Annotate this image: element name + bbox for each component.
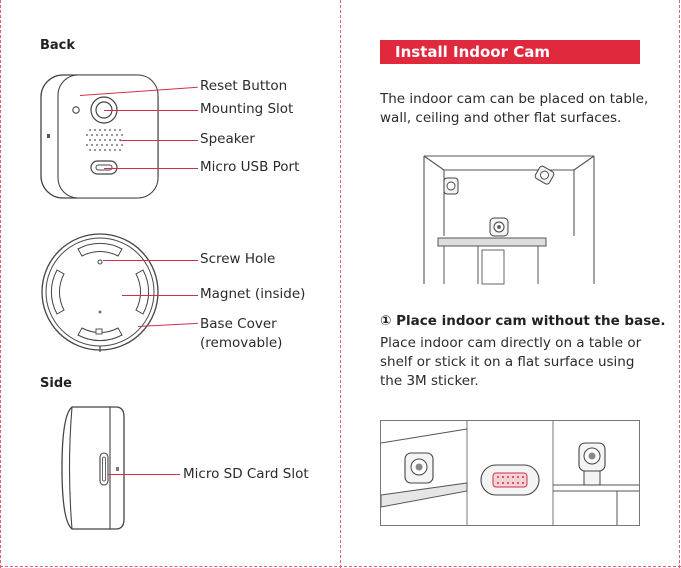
placement-panels-drawing bbox=[381, 421, 639, 525]
callout-reset-button: Reset Button bbox=[200, 78, 288, 94]
camera-side-illustration bbox=[61, 406, 125, 530]
callout-magnet: Magnet (inside) bbox=[200, 286, 306, 302]
callout-base-cover-removable: (removable) bbox=[200, 335, 283, 351]
callout-mounting-slot: Mounting Slot bbox=[200, 101, 294, 117]
step1-body: Place indoor cam directly on a table or … bbox=[380, 335, 642, 389]
callout-base-cover: Base Cover bbox=[200, 316, 277, 332]
callout-micro-sd-card-slot: Micro SD Card Slot bbox=[183, 466, 309, 482]
sd-card-leader bbox=[108, 474, 180, 475]
page-border-bottom bbox=[0, 566, 681, 567]
room-placement-illustration bbox=[423, 155, 595, 285]
magnet-leader bbox=[122, 295, 198, 296]
page-border-left bbox=[0, 0, 1, 568]
page-divider bbox=[340, 0, 341, 568]
install-indoor-cam-banner: Install Indoor Cam bbox=[380, 40, 640, 64]
callout-speaker: Speaker bbox=[200, 131, 255, 147]
mounting-leader bbox=[104, 110, 198, 111]
intro-paragraph: The indoor cam can be placed on table, w… bbox=[380, 91, 649, 126]
back-heading: Back bbox=[40, 38, 76, 53]
callout-micro-usb-port: Micro USB Port bbox=[200, 159, 300, 175]
speaker-leader bbox=[120, 140, 198, 141]
page-border-right bbox=[679, 0, 680, 568]
callout-screw-hole: Screw Hole bbox=[200, 251, 276, 267]
base-illustration bbox=[41, 233, 159, 352]
placement-panels bbox=[380, 420, 640, 526]
usb-leader bbox=[104, 168, 198, 169]
step1-title: ① Place indoor cam without the base. bbox=[380, 313, 666, 329]
side-heading: Side bbox=[40, 376, 72, 391]
screw-hole-leader bbox=[103, 260, 198, 261]
